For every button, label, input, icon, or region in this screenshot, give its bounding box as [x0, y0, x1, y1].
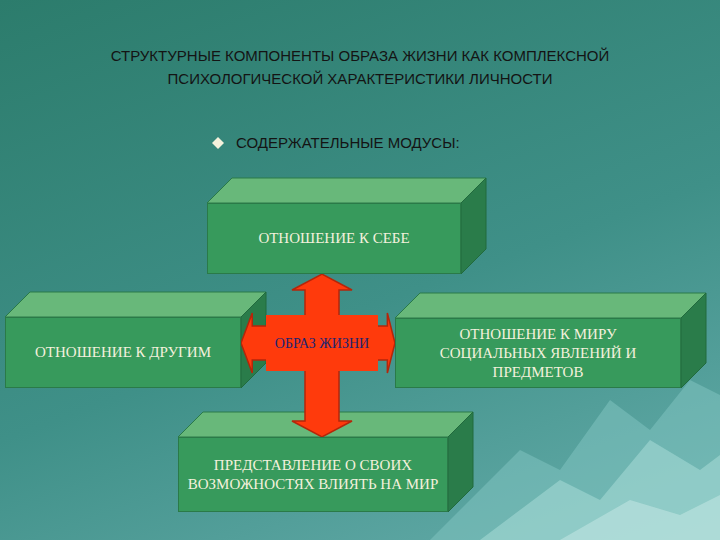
diagram-title: СТРУКТУРНЫЕ КОМПОНЕНТЫ ОБРАЗА ЖИЗНИ КАК …: [62, 44, 658, 90]
box-top-face: [395, 293, 706, 318]
node-text: ОТНОШЕНИЕ К МИРУ СОЦИАЛЬНЫХ ЯВЛЕНИЙ И ПР…: [422, 325, 654, 382]
box-top-face: [5, 292, 266, 317]
mountain-shape: [430, 380, 720, 540]
component-box: ПРЕДСТАВЛЕНИЕ О СВОИХ ВОЗМОЖНОСТЯХ ВЛИЯТ…: [178, 437, 448, 512]
node-text: ПРЕДСТАВЛЕНИЕ О СВОИХ ВОЗМОЖНОСТЯХ ВЛИЯТ…: [185, 456, 441, 494]
box-side-face: [681, 293, 706, 388]
box-side-face: [241, 292, 266, 388]
box-top-face: [207, 178, 486, 203]
section-label: СОДЕРЖАТЕЛЬНЫЕ МОДУСЫ:: [236, 134, 460, 151]
box-top-face: [178, 412, 473, 437]
component-box: ОТНОШЕНИЕ К СЕБЕ: [207, 203, 461, 274]
node-text: ОБРАЗ ЖИЗНИ: [275, 334, 369, 353]
mountain-shape: [560, 495, 720, 540]
box-depth: [207, 178, 488, 276]
box-depth: [5, 292, 268, 390]
arrow-connector: [292, 363, 352, 437]
central-cross: ОБРАЗ ЖИЗНИ: [266, 315, 378, 371]
component-box: ОТНОШЕНИЕ К МИРУ СОЦИАЛЬНЫХ ЯВЛЕНИЙ И ПР…: [395, 318, 681, 388]
node-text: ОТНОШЕНИЕ К ДРУГИМ: [12, 343, 234, 362]
component-box: ОТНОШЕНИЕ К ДРУГИМ: [5, 317, 241, 388]
mountain-shape: [480, 440, 720, 540]
node-text: ОТНОШЕНИЕ К СЕБЕ: [214, 229, 454, 248]
box-side-face: [448, 412, 473, 512]
bullet-diamond: [212, 137, 224, 149]
box-side-face: [461, 178, 486, 274]
